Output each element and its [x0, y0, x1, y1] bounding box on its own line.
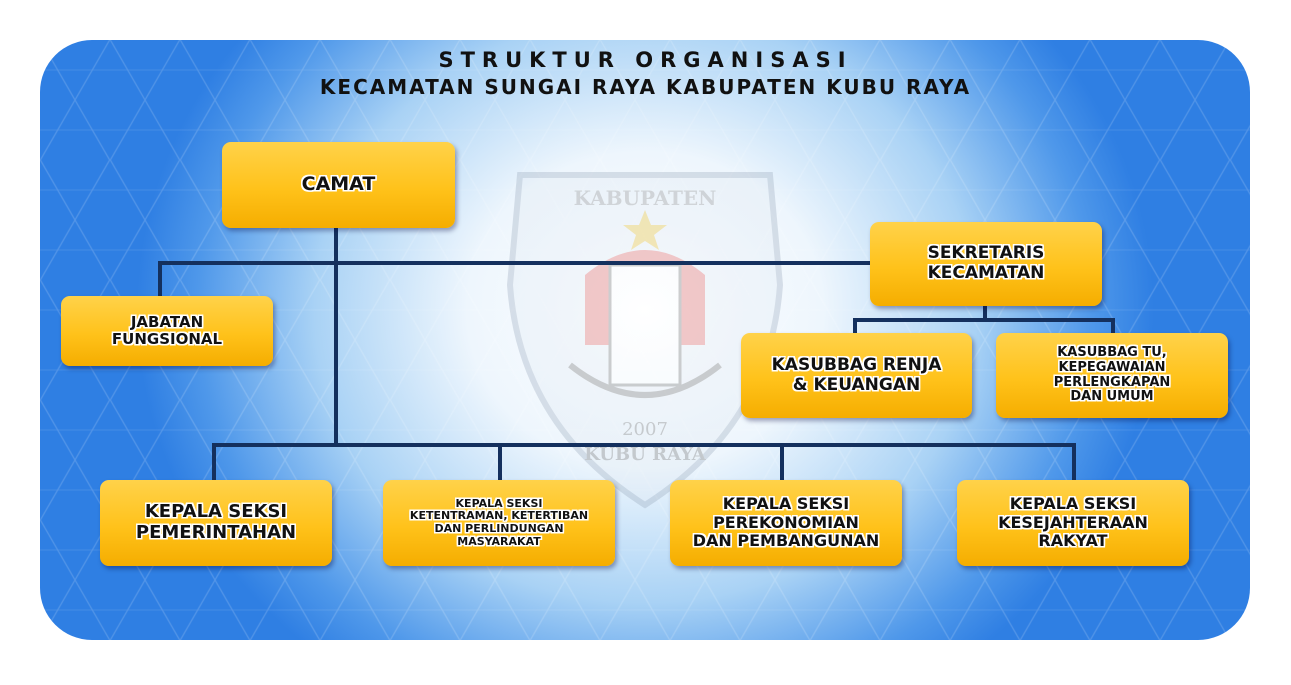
connector: [853, 318, 1115, 322]
connector: [498, 443, 502, 480]
connector: [158, 261, 162, 296]
chart-subtitle: KECAMATAN SUNGAI RAYA KABUPATEN KUBU RAY…: [319, 75, 972, 99]
connector: [780, 443, 784, 480]
node-seksi-ketentraman: KEPALA SEKSI KETENTRAMAN, KETERTIBAN DAN…: [383, 480, 615, 566]
connector: [1111, 318, 1115, 333]
node-jabatan-fungsional: JABATAN FUNGSIONAL: [61, 296, 273, 366]
node-kasubbag-renja: KASUBBAG RENJA & KEUANGAN: [741, 333, 972, 418]
node-camat: CAMAT: [222, 142, 455, 228]
chart-title: STRUKTUR ORGANISASI: [438, 48, 853, 72]
kubu-raya-emblem-watermark: KABUPATEN 2007 KUBU RAYA: [506, 172, 784, 509]
connector: [212, 443, 216, 480]
node-seksi-kesejahteraan: KEPALA SEKSI KESEJAHTERAAN RAKYAT: [957, 480, 1189, 566]
connector: [158, 261, 870, 265]
node-seksi-pemerintahan: KEPALA SEKSI PEMERINTAHAN: [100, 480, 332, 566]
logo-year: 2007: [622, 419, 668, 440]
svg-text:KABUPATEN: KABUPATEN: [574, 186, 717, 210]
connector: [853, 318, 857, 333]
svg-text:KUBU RAYA: KUBU RAYA: [584, 444, 707, 465]
connector: [983, 306, 987, 322]
node-seksi-perekonomian: KEPALA SEKSI PEREKONOMIAN DAN PEMBANGUNA…: [670, 480, 902, 566]
node-kasubbag-tu: KASUBBAG TU, KEPEGAWAIAN PERLENGKAPAN DA…: [996, 333, 1228, 418]
connector: [1072, 443, 1076, 480]
connector: [212, 443, 1076, 447]
connector: [334, 228, 338, 447]
node-sekretaris: SEKRETARIS KECAMATAN: [870, 222, 1102, 306]
